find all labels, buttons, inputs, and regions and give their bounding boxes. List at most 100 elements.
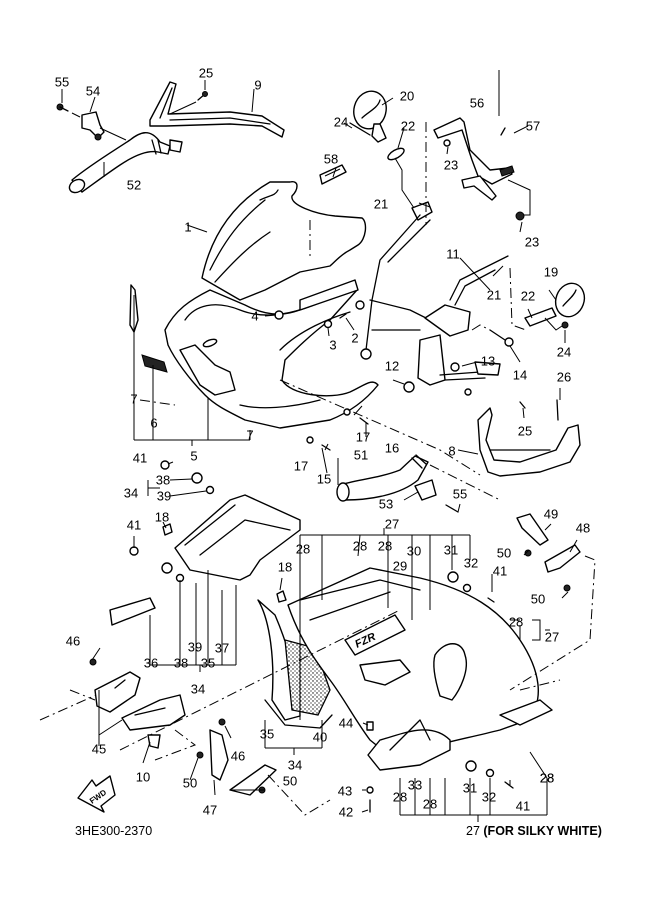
callout: 12 [384, 358, 400, 374]
bracket-45 [94, 671, 141, 713]
callout: 50 [530, 591, 546, 607]
bolt-50-b [563, 584, 571, 592]
callout: 31 [443, 542, 459, 558]
callout: 52 [126, 177, 142, 193]
callout: 54 [85, 83, 101, 99]
callout: 9 [254, 77, 262, 93]
callout: 51 [353, 447, 369, 463]
callout: 17 [293, 458, 309, 474]
callout: 10 [135, 769, 151, 785]
callout: 1 [184, 219, 192, 235]
callout: 15 [316, 471, 332, 487]
callout: 55 [452, 486, 468, 502]
collar-39-top [205, 485, 215, 495]
callout: 50 [282, 773, 298, 789]
callout: 32 [481, 789, 497, 805]
callout: 25 [198, 65, 214, 81]
bracket-47 [209, 729, 277, 796]
nut-3 [323, 319, 333, 329]
callout: 27 [384, 516, 400, 532]
callout: 19 [543, 264, 559, 280]
callout: 6 [150, 415, 158, 431]
grommet-38 [161, 562, 173, 574]
drawing-code: 3HE300-2370 [75, 824, 153, 838]
bolt-14 [489, 329, 514, 347]
decal-36 [109, 597, 156, 626]
bolt-50-c [196, 751, 204, 759]
grommet-38-top [191, 472, 203, 484]
callout: 41 [515, 798, 531, 814]
callout: 16 [384, 440, 400, 456]
screw-57 [500, 127, 506, 136]
callout: 22 [400, 118, 416, 134]
callout: 58 [323, 151, 339, 167]
callout: 57 [525, 118, 541, 134]
damper-13 [450, 362, 460, 372]
yamaha-decal-6 [141, 354, 168, 373]
gasket-22 [387, 147, 405, 161]
windshield-1 [201, 181, 367, 301]
callout: 43 [337, 783, 353, 799]
callout: 38 [155, 472, 171, 488]
lower-cowling-27: FZR [287, 567, 553, 771]
screw-25-top [169, 91, 208, 115]
callout: 25 [517, 423, 533, 439]
callout: 44 [338, 715, 354, 731]
bolt-46-left [89, 658, 97, 666]
callout: 47 [202, 802, 218, 818]
callout: 30 [406, 543, 422, 559]
callout: 3 [329, 337, 337, 353]
callout: 33 [407, 777, 423, 793]
inner-panel [299, 279, 359, 311]
screw-24 [349, 122, 371, 136]
screw-2 [339, 313, 347, 319]
nut-43 [366, 786, 374, 794]
callout: 34 [190, 681, 206, 697]
callout: 40 [312, 729, 328, 745]
side-cover-9 [149, 81, 285, 138]
callout: 23 [524, 234, 540, 250]
callout: 7 [246, 427, 254, 443]
callout: 34 [287, 757, 303, 773]
bracket-49 [516, 513, 549, 546]
mirror-20 [353, 90, 387, 143]
screw-55-top [56, 103, 69, 112]
nut-18-right [276, 590, 287, 603]
callout: 28 [539, 770, 555, 786]
callout: 28 [377, 538, 393, 554]
callout: 21 [373, 196, 389, 212]
callout: 41 [492, 563, 508, 579]
callout: 35 [259, 726, 275, 742]
callout: 46 [65, 633, 81, 649]
callout: 5 [190, 448, 198, 464]
callout: 38 [173, 655, 189, 671]
callout: 48 [575, 520, 591, 536]
callout: 20 [399, 88, 415, 104]
screw-16 [359, 417, 369, 425]
air-duct-52 [68, 132, 183, 194]
bolt-50-a [524, 549, 532, 557]
callout: 36 [143, 655, 159, 671]
variant-note: 27 (FOR SILKY WHITE) [466, 824, 602, 838]
callout: 2 [351, 330, 359, 346]
variant-text: (FOR SILKY WHITE) [483, 824, 602, 838]
callout: 7 [130, 391, 138, 407]
callout: 50 [496, 545, 512, 561]
fwd-arrow-icon: FWD [77, 775, 116, 813]
callout: 32 [463, 555, 479, 571]
callout: 53 [378, 496, 394, 512]
screw-25-right [519, 401, 526, 409]
collar-32-top [462, 583, 472, 593]
callout: 8 [448, 443, 456, 459]
callout: 37 [214, 640, 230, 656]
callout: 22 [520, 288, 536, 304]
callout: 50 [182, 775, 198, 791]
callout: 28 [508, 614, 524, 630]
bracket-54 [81, 111, 105, 141]
callout: 13 [480, 353, 496, 369]
collar-32-bottom [485, 768, 495, 778]
clip-44 [366, 721, 374, 731]
callout: 55 [54, 74, 70, 90]
callout: 18 [154, 509, 170, 525]
